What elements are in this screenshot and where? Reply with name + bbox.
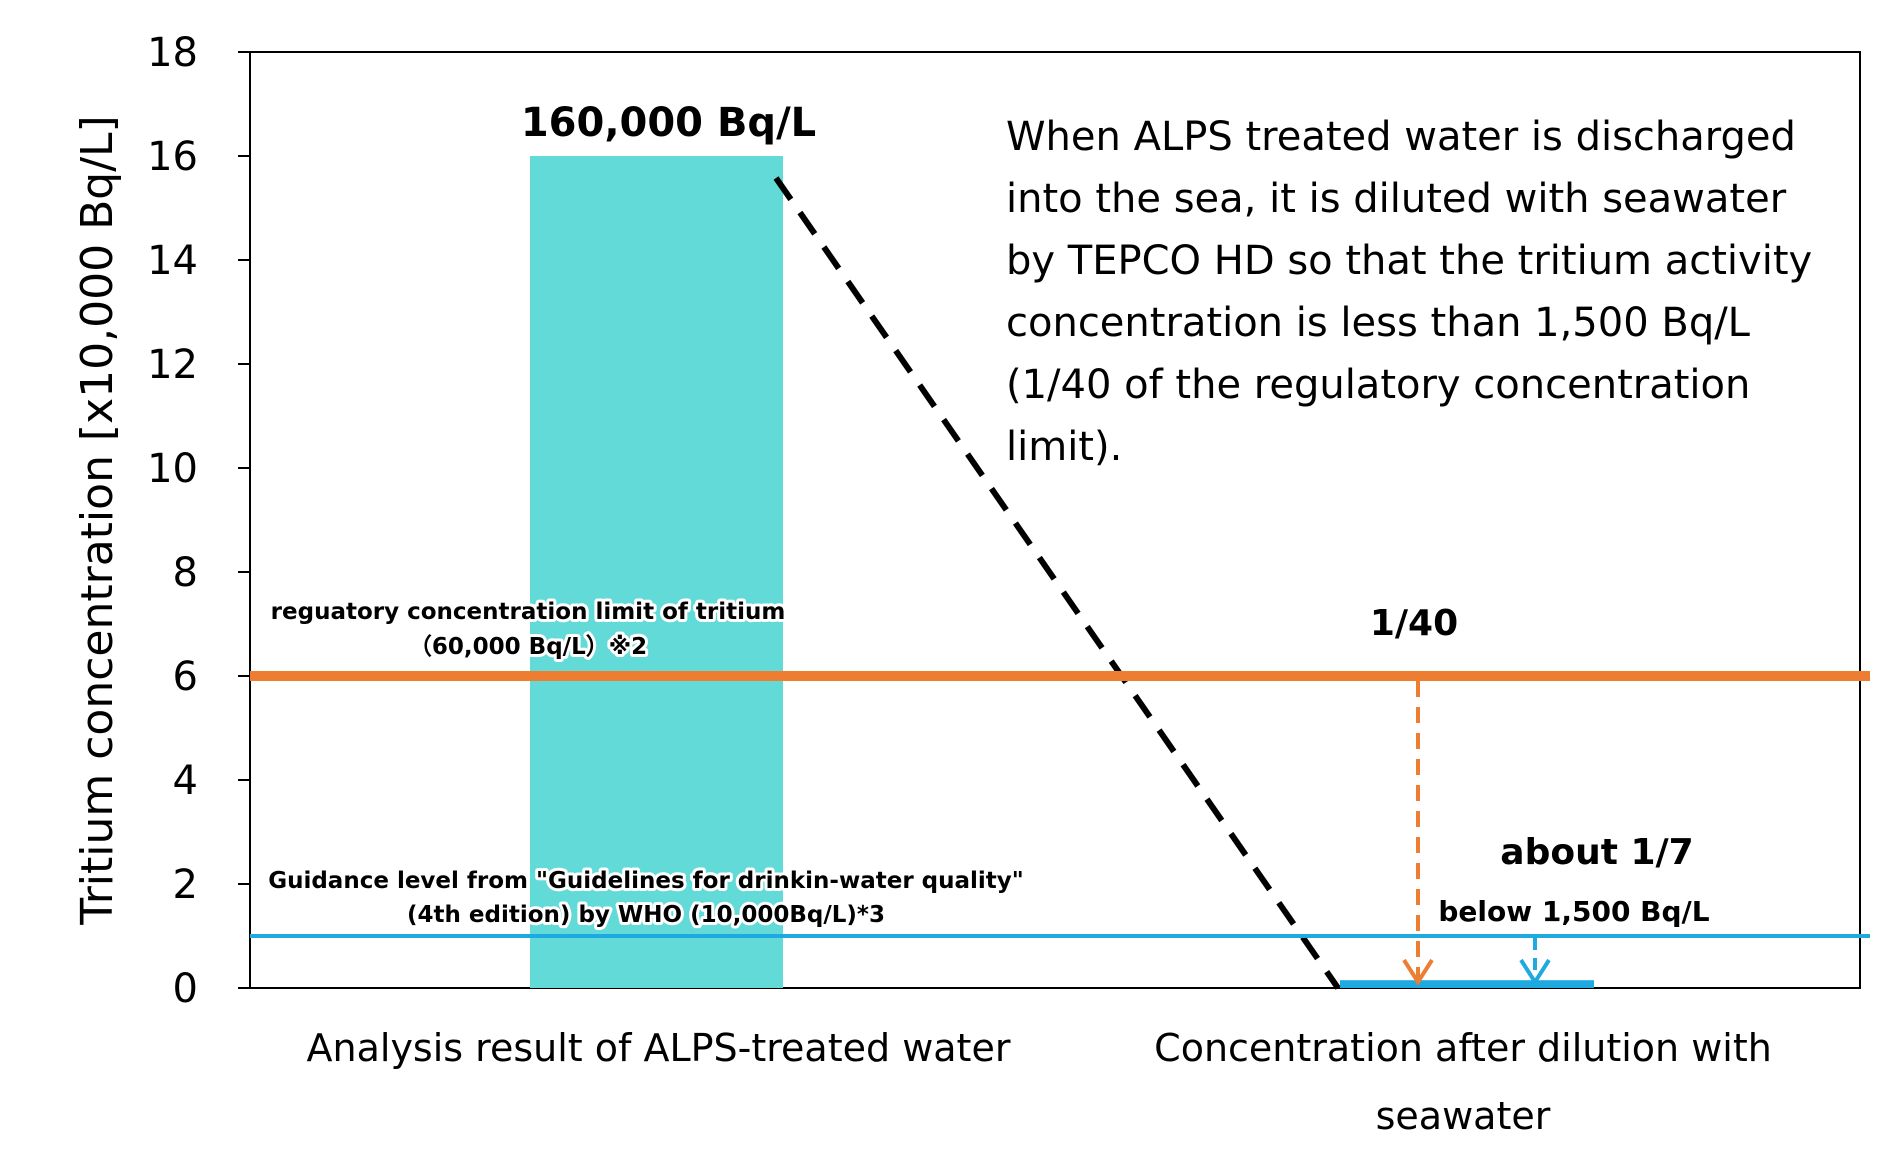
y-tick-label: 4	[173, 758, 198, 804]
diluted-value-label: below 1,500 Bq/L	[1438, 895, 1709, 928]
regulatory-limit-label: （60,000 Bq/L）※2	[409, 633, 647, 660]
y-tick-label: 12	[147, 342, 198, 388]
who-guidance-label: Guidance level from "Guidelines for drin…	[268, 868, 1024, 894]
y-tick-label: 10	[147, 446, 198, 492]
bar-alps-treated-water	[530, 156, 783, 988]
explanation-note-line: into the sea, it is diluted with seawate…	[1006, 176, 1787, 222]
y-axis-title: Tritium concentration [x10,000 Bq/L]	[72, 115, 123, 925]
ratio-1-40-label: 1/40	[1370, 603, 1458, 644]
bar-value-label: 160,000 Bq/L	[521, 100, 816, 146]
x-category-label: Analysis result of ALPS-treated water	[307, 1026, 1011, 1070]
dilution-dashed-line	[773, 176, 1341, 990]
y-tick-label: 16	[147, 134, 198, 180]
x-category-label: seawater	[1376, 1094, 1551, 1138]
explanation-note-line: concentration is less than 1,500 Bq/L	[1006, 300, 1751, 346]
bar-after-dilution	[1340, 980, 1594, 988]
y-tick-label: 14	[147, 238, 198, 284]
arrow-head-1-7	[1519, 958, 1551, 986]
explanation-note-line: (1/40 of the regulatory concentration	[1006, 362, 1750, 408]
y-tick-label: 2	[173, 862, 198, 908]
ratio-1-7-label: about 1/7	[1500, 832, 1693, 873]
regulatory-limit-label: reguatory concentration limit of tritium	[271, 599, 786, 625]
y-tick-label: 6	[173, 654, 198, 700]
explanation-note-line: by TEPCO HD so that the tritium activity	[1006, 238, 1812, 284]
explanation-note-line: When ALPS treated water is discharged	[1006, 114, 1796, 160]
arrow-head-1-40	[1402, 958, 1434, 986]
explanation-note-line: limit).	[1006, 424, 1122, 470]
who-guidance-label: (4th edition) by WHO (10,000Bq/L)*3	[407, 902, 885, 928]
y-tick-label: 8	[173, 550, 198, 596]
x-category-label: Concentration after dilution with	[1154, 1026, 1772, 1070]
plot-frame	[249, 51, 1861, 989]
y-tick-label: 18	[147, 30, 198, 76]
y-tick-label: 0	[173, 966, 198, 1012]
